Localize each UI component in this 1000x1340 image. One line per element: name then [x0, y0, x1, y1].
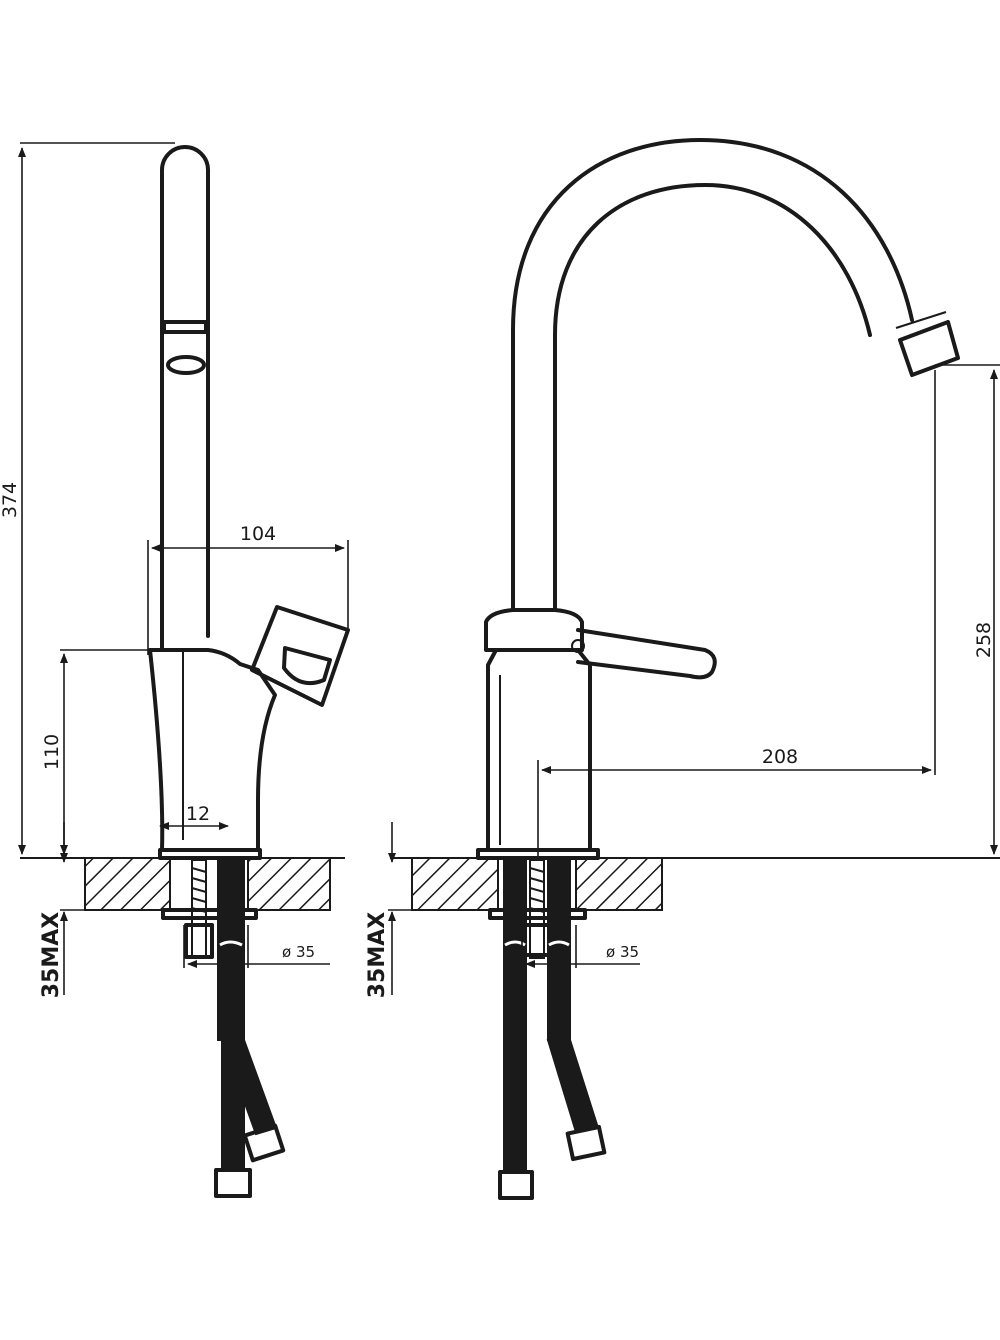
- front-spout-inner: [553, 183, 872, 612]
- front-fitting-right: [565, 1124, 607, 1162]
- dim-base-height-label: 110: [41, 734, 63, 770]
- side-washer: [161, 908, 258, 920]
- front-hose-right-upper: [547, 859, 571, 1041]
- front-thread-marks: [529, 867, 545, 913]
- front-handle-lever: [576, 628, 717, 680]
- side-spout-tube: [160, 145, 210, 652]
- side-aerator-ring: [162, 320, 208, 334]
- side-hose-1: [217, 859, 245, 1041]
- front-hose-right-lower: [546, 1039, 600, 1134]
- front-collar: [484, 608, 584, 652]
- side-handle: [250, 605, 350, 707]
- side-view: 374 104 110 12 35MAX ø 35: [0, 142, 350, 1198]
- dim-front-counter-max-label: 35MAX: [365, 912, 390, 999]
- front-body: [486, 648, 592, 852]
- dim-counter-max-label: 35MAX: [39, 912, 64, 999]
- dim-spout-reach-label: 208: [762, 746, 798, 768]
- front-hose-left: [503, 859, 527, 1173]
- front-aerator: [898, 320, 960, 377]
- side-base-plate: [158, 848, 262, 860]
- dim-handle-reach-label: 104: [240, 523, 276, 545]
- side-nut: [184, 923, 214, 959]
- front-nut: [522, 923, 552, 957]
- side-hose-3: [221, 1039, 245, 1171]
- side-fitting-1: [242, 1123, 286, 1163]
- front-spout-outer: [511, 138, 914, 612]
- side-body: [148, 648, 277, 852]
- side-thread-marks: [191, 867, 207, 913]
- side-fitting-2: [214, 1168, 252, 1198]
- dim-base-offset-label: 12: [186, 803, 210, 825]
- side-aerator-ellipse: [166, 355, 206, 375]
- front-view: 258 208 35MAX ø 35: [365, 138, 1000, 1200]
- side-handle-slot: [282, 646, 332, 685]
- dim-hole-diameter-label: ø 35: [282, 943, 315, 961]
- dim-spout-height-label: 258: [973, 622, 995, 658]
- dim-total-height-label: 374: [0, 482, 21, 518]
- front-fitting-left: [498, 1170, 534, 1200]
- dim-front-hole-diameter-label: ø 35: [606, 943, 639, 961]
